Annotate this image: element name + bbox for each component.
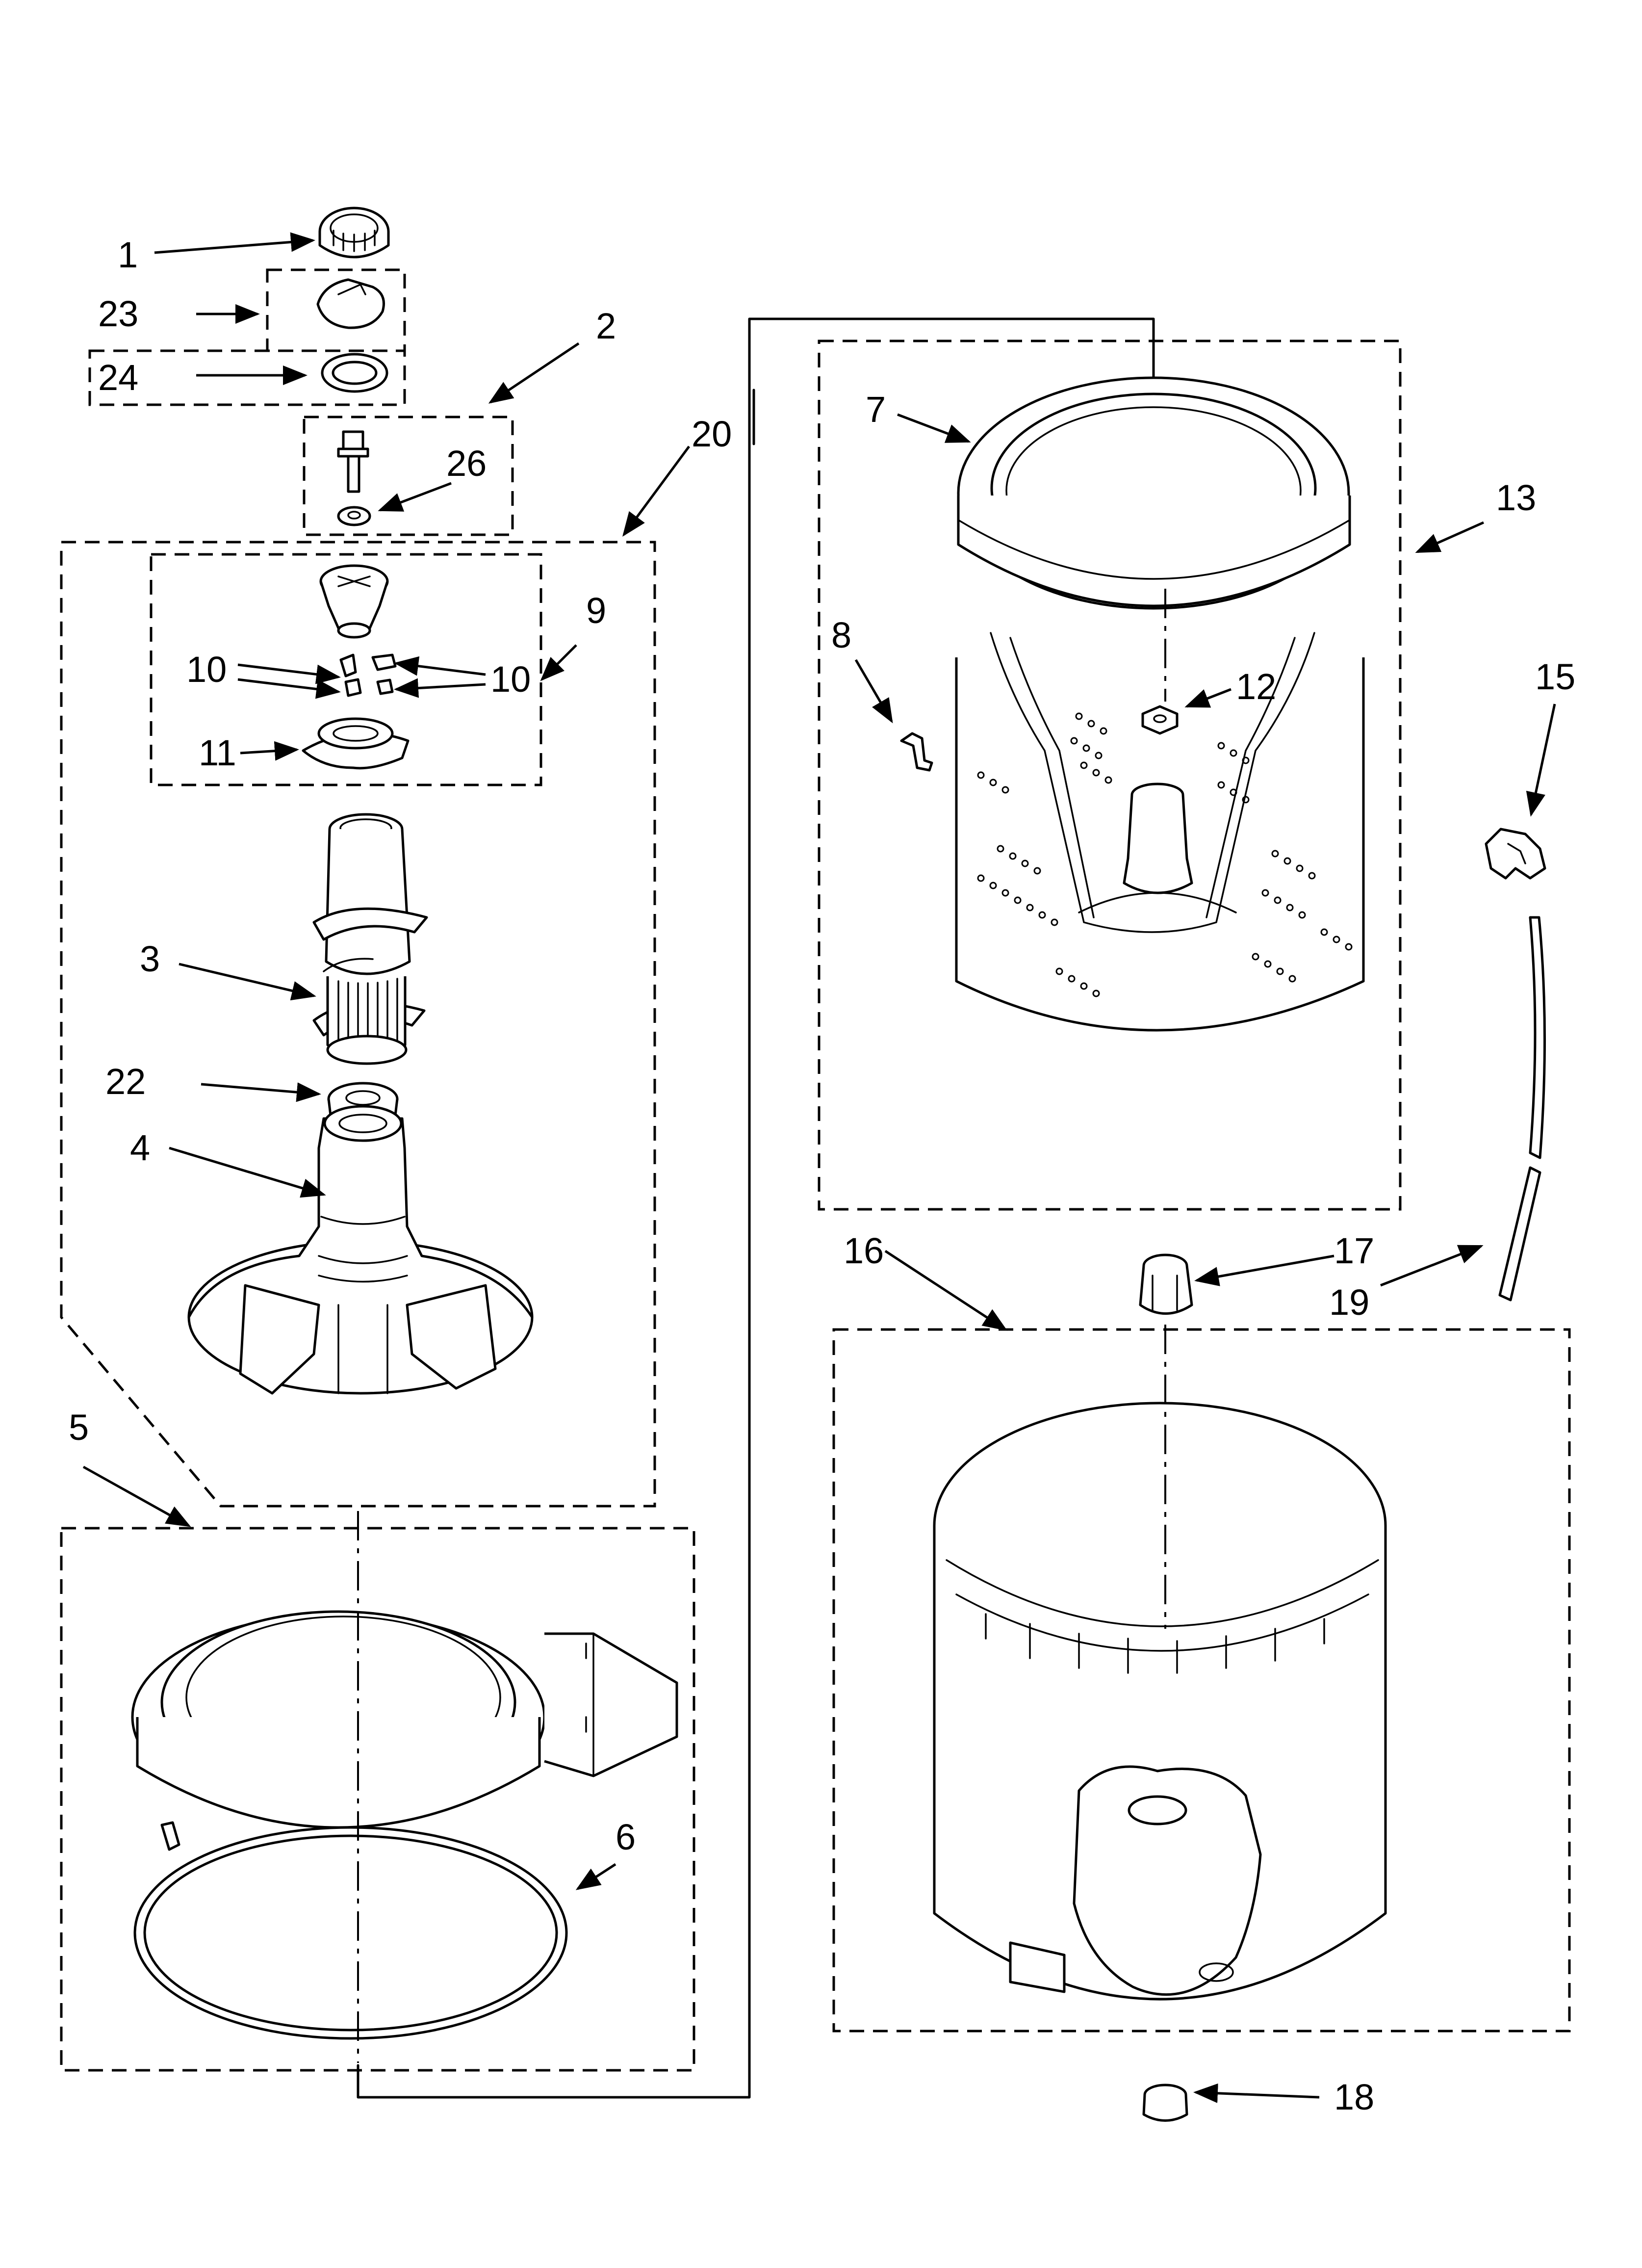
- callout-26: 26: [446, 443, 487, 484]
- callout-23: 23: [98, 293, 138, 334]
- callout-5: 5: [69, 1407, 89, 1448]
- callout-8: 8: [831, 615, 851, 655]
- outer-tub-part: [933, 1402, 1387, 2001]
- box-20: [60, 541, 656, 1508]
- clip-part: [900, 732, 933, 772]
- callout-6: 6: [616, 1817, 636, 1857]
- auger-part: [312, 813, 428, 1065]
- drain-plug-part: [1142, 2084, 1188, 2122]
- box-16: [832, 1328, 1571, 2033]
- callout-7: 7: [866, 389, 886, 430]
- callout-2: 2: [596, 306, 616, 346]
- callout-labels: 1 23 24 2 26 20 9 10 10 11 3 22 4 5 6 7 …: [69, 235, 1575, 2117]
- cap-part: [318, 207, 390, 259]
- hose-part: [1498, 916, 1546, 1302]
- callout-11: 11: [199, 732, 236, 773]
- callout-22: 22: [105, 1061, 146, 1102]
- callout-12: 12: [1236, 666, 1276, 707]
- box-5: [60, 1527, 695, 2072]
- callout-3: 3: [140, 938, 160, 979]
- callout-15: 15: [1535, 656, 1575, 697]
- bolt-part: [337, 430, 371, 526]
- box-2: [303, 416, 514, 536]
- callout-9: 9: [586, 590, 606, 631]
- ring-part: [321, 353, 388, 393]
- callout-20: 20: [692, 414, 732, 454]
- agitator-base-part: [187, 1105, 534, 1395]
- callout-4: 4: [130, 1127, 150, 1168]
- callout-13: 13: [1496, 477, 1536, 518]
- axis-lines: [357, 589, 1166, 2063]
- callout-18: 18: [1334, 2077, 1374, 2117]
- connector-line: [357, 317, 1155, 2099]
- callout-16: 16: [844, 1230, 884, 1271]
- callout-10a: 10: [186, 649, 227, 690]
- leader-arrows: [82, 232, 1556, 2103]
- box-24: [88, 349, 406, 406]
- callout-10b: 10: [490, 659, 531, 700]
- cam-part: [316, 278, 385, 329]
- basket-perforations: [977, 712, 1353, 997]
- callout-17: 17: [1334, 1230, 1374, 1271]
- callout-1: 1: [118, 235, 138, 275]
- clamp-part: [1485, 828, 1546, 880]
- seal-ring-part: [133, 1826, 568, 2040]
- box-13: [818, 339, 1402, 1211]
- agitator-dog-assembly: [302, 564, 410, 770]
- bushing-part: [1139, 1253, 1193, 1315]
- basket-part: [955, 376, 1365, 1032]
- tub-ring-part: [131, 1610, 678, 1885]
- callout-19: 19: [1329, 1282, 1369, 1323]
- callout-24: 24: [98, 357, 138, 398]
